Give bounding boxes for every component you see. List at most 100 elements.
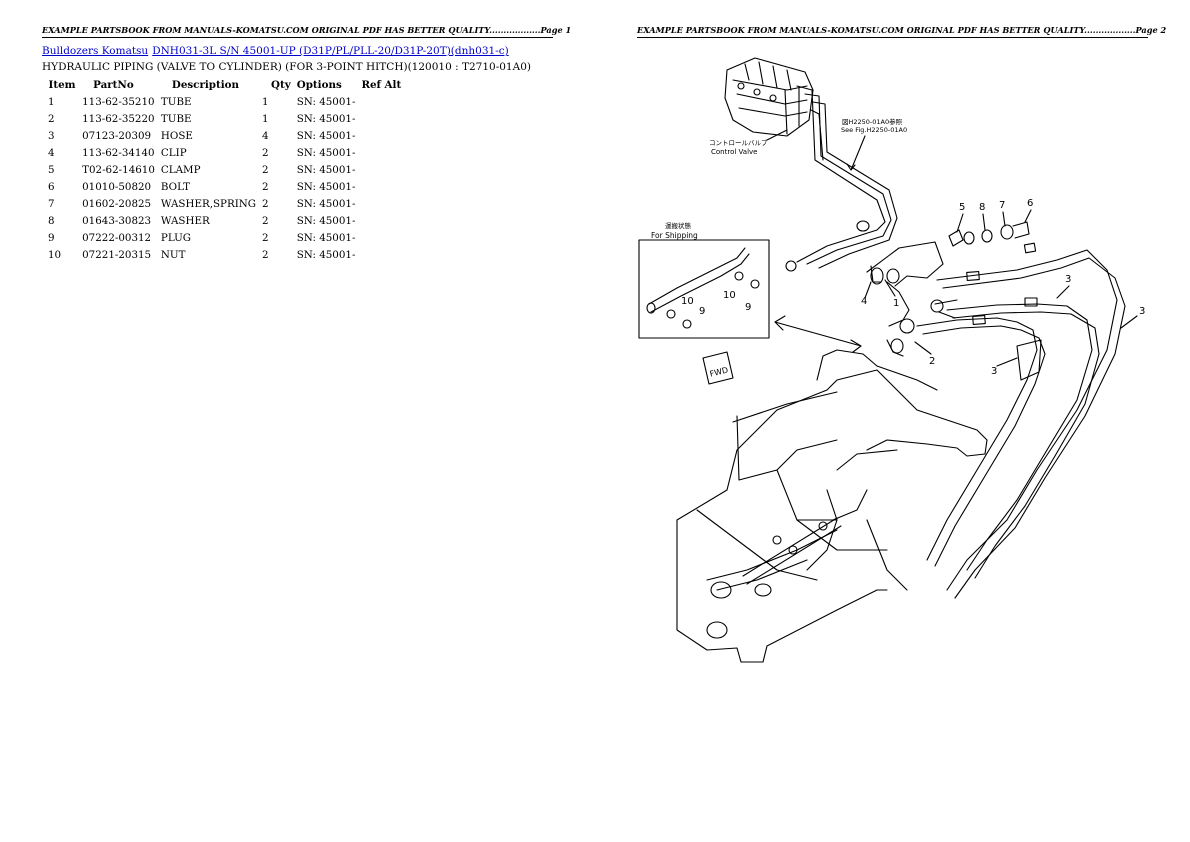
cell-description: WASHER <box>160 214 210 227</box>
col-header-options: Options <box>296 78 342 91</box>
callout-10-inset: 10 <box>681 296 694 307</box>
col-header-refalt: Ref Alt <box>361 78 402 91</box>
cell-item: 5 <box>48 163 55 176</box>
cell-item: 1 <box>48 95 55 108</box>
cell-partno: 113-62-35210 <box>82 95 155 108</box>
col-header-item: Item <box>48 78 76 91</box>
col-header-description: Description <box>171 78 240 91</box>
see-fig-label: See Fig.H2250-01A0 <box>841 126 907 134</box>
callout-4: 4 <box>861 296 867 307</box>
see-fig-label-jp: 図H2250-01A0参照 <box>842 117 903 126</box>
cell-partno: 113-62-35220 <box>82 112 155 125</box>
cell-refalt <box>358 144 404 161</box>
cell-qty: 2 <box>262 248 269 261</box>
cell-refalt <box>358 161 404 178</box>
cell-description: HOSE <box>160 129 193 142</box>
control-valve-drawing <box>724 57 814 137</box>
cell-description: PLUG <box>160 231 192 244</box>
clip-assembly <box>866 241 958 357</box>
page-title: HYDRAULIC PIPING (VALVE TO CYLINDER) (FO… <box>42 61 531 73</box>
shipping-label-jp: 運搬状態 <box>665 221 692 230</box>
cell-options: SN: 45001- <box>296 248 356 261</box>
cell-description: CLAMP <box>160 163 201 176</box>
cell-partno: 01010-50820 <box>82 180 152 193</box>
cell-description: TUBE <box>160 112 192 125</box>
table-row: 6 01010-50820 BOLT 2 SN: 45001- <box>45 178 404 195</box>
cell-refalt <box>358 93 404 110</box>
cell-options: SN: 45001- <box>296 197 356 210</box>
shipping-inset-box <box>638 239 770 339</box>
breadcrumb-link-model[interactable]: Bulldozers Komatsu <box>42 45 149 57</box>
page-header-2: EXAMPLE PARTSBOOK FROM MANUALS-KOMATSU.C… <box>637 25 1166 38</box>
cell-description: CLIP <box>160 146 187 159</box>
cell-description: BOLT <box>160 180 190 193</box>
cell-partno: 07221-20315 <box>82 248 152 261</box>
shipping-label: For Shipping <box>651 231 698 240</box>
cell-options: SN: 45001- <box>296 180 356 193</box>
cell-refalt <box>358 246 404 263</box>
bolt-washer-group <box>948 221 1030 247</box>
tractor-frame-drawing <box>676 349 988 663</box>
cell-refalt <box>358 127 404 144</box>
callout-3-a: 3 <box>1065 274 1071 285</box>
callout-3-c: 3 <box>991 366 997 377</box>
fwd-badge: FWD <box>702 351 734 385</box>
cell-qty: 2 <box>262 214 269 227</box>
fwd-text: FWD <box>709 365 729 378</box>
cell-partno: 113-62-34140 <box>82 146 155 159</box>
double-arrow <box>774 321 862 347</box>
cell-item: 4 <box>48 146 55 159</box>
callout-6: 6 <box>1027 198 1033 209</box>
breadcrumb-link-serial[interactable]: DNH031-3L S/N 45001-UP (D31P/PL/PLL-20/D… <box>152 45 509 57</box>
cell-qty: 2 <box>262 180 269 193</box>
cell-partno: 07123-20309 <box>82 129 152 142</box>
callout-9-inset-b: 9 <box>745 302 751 313</box>
cell-partno: 01602-20825 <box>82 197 152 210</box>
cell-item: 6 <box>48 180 55 193</box>
col-header-qty: Qty <box>271 78 291 91</box>
cell-qty: 2 <box>262 231 269 244</box>
cell-partno: 01643-30823 <box>82 214 152 227</box>
hoses <box>916 242 1126 599</box>
valve-tubes <box>785 85 898 272</box>
cell-partno: T02-62-14610 <box>82 163 155 176</box>
cell-description: WASHER,SPRING <box>160 197 257 210</box>
cell-qty: 2 <box>262 163 269 176</box>
cell-options: SN: 45001- <box>296 129 356 142</box>
cell-options: SN: 45001- <box>296 95 356 108</box>
table-row: 7 01602-20825 WASHER,SPRING 2 SN: 45001- <box>45 195 404 212</box>
cell-refalt <box>358 195 404 212</box>
cell-options: SN: 45001- <box>296 231 356 244</box>
callout-10-inset-b: 10 <box>723 290 736 301</box>
table-header-row: Item PartNo Description Qty Options Ref … <box>45 76 404 93</box>
control-valve-label: Control Valve <box>711 148 757 156</box>
shipping-inset-drawing <box>646 247 760 329</box>
cell-item: 9 <box>48 231 55 244</box>
callout-5: 5 <box>959 202 965 213</box>
cell-qty: 1 <box>262 112 269 125</box>
callout-1: 1 <box>893 298 899 309</box>
table-row: 5 T02-62-14610 CLAMP 2 SN: 45001- <box>45 161 404 178</box>
cell-qty: 2 <box>262 146 269 159</box>
cell-qty: 1 <box>262 95 269 108</box>
cell-refalt <box>358 178 404 195</box>
cell-item: 7 <box>48 197 55 210</box>
cell-refalt <box>358 212 404 229</box>
cell-description: NUT <box>160 248 186 261</box>
cell-partno: 07222-00312 <box>82 231 152 244</box>
cell-refalt <box>358 110 404 127</box>
parts-table: Item PartNo Description Qty Options Ref … <box>45 76 404 263</box>
cell-qty: 2 <box>262 197 269 210</box>
callout-7: 7 <box>999 200 1005 211</box>
table-row: 9 07222-00312 PLUG 2 SN: 45001- <box>45 229 404 246</box>
callout-9-inset: 9 <box>699 306 705 317</box>
cell-options: SN: 45001- <box>296 112 356 125</box>
cell-options: SN: 45001- <box>296 163 356 176</box>
cell-qty: 4 <box>262 129 269 142</box>
